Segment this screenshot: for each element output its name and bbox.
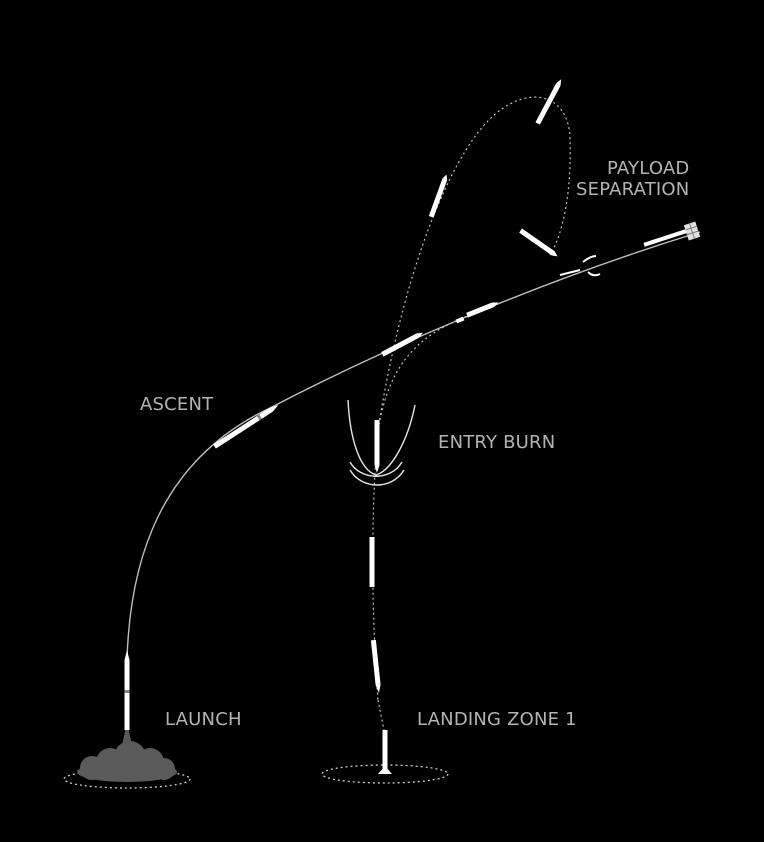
payload-satellite-icon bbox=[683, 221, 701, 241]
booster-boostback-icon-left bbox=[428, 174, 448, 218]
entry-burn-shockwave bbox=[347, 399, 416, 486]
booster-boostback-icon-upper bbox=[535, 79, 562, 125]
landing-pad-ring bbox=[321, 764, 449, 784]
booster-landing-burn-icon bbox=[370, 639, 381, 693]
booster-entry-burn-icon bbox=[374, 420, 380, 473]
payload-separation-label: PAYLOAD SEPARATION bbox=[576, 158, 689, 200]
booster-landed-icon bbox=[378, 730, 392, 774]
rocket-ascent-icon bbox=[213, 405, 279, 449]
booster-descent-icon bbox=[369, 537, 375, 587]
rocket-launch-icon bbox=[124, 650, 130, 730]
payload-label-line2: SEPARATION bbox=[576, 179, 690, 200]
entry-burn-label: ENTRY BURN bbox=[438, 432, 556, 453]
landing-zone-label: LANDING ZONE 1 bbox=[417, 709, 577, 730]
booster-return-trajectory bbox=[372, 307, 491, 701]
launch-label: LAUNCH bbox=[165, 709, 242, 730]
interstage-icon bbox=[455, 316, 465, 324]
ascent-label: ASCENT bbox=[140, 394, 214, 415]
ascent-trajectory bbox=[126, 231, 701, 661]
rocket-meco-icon bbox=[381, 332, 423, 357]
second-stage-icon bbox=[466, 302, 499, 318]
payload-label-line1: PAYLOAD bbox=[607, 158, 690, 179]
launch-smoke-cloud bbox=[77, 727, 177, 782]
launch-pad-ring bbox=[63, 769, 191, 789]
boostback-loop-trajectory bbox=[377, 96, 571, 431]
landing-approach-trajectory bbox=[377, 699, 386, 736]
fairing-separation-icon bbox=[559, 255, 601, 277]
booster-boostback-icon-right bbox=[519, 228, 558, 257]
payload-stage-icon bbox=[643, 229, 687, 247]
